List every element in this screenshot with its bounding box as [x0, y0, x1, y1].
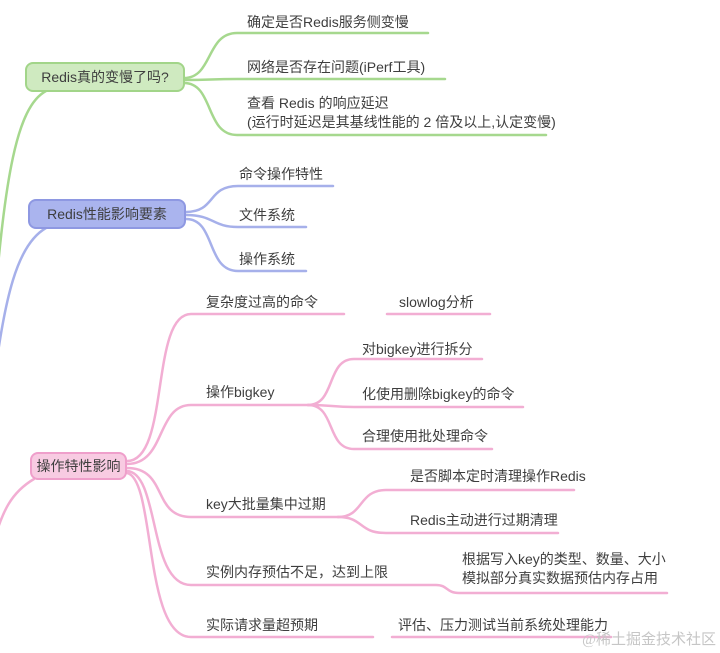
topic-split-bigkey[interactable]: 对bigkey进行拆分	[362, 341, 473, 357]
topic-high-complexity-commands[interactable]: 复杂度过高的命令	[206, 294, 318, 310]
watermark-juejin-community: @稀土掘金技术社区	[582, 632, 716, 648]
topic-use-batch-commands[interactable]: 合理使用批处理命令	[362, 428, 488, 444]
topic-network-issue-iperf[interactable]: 网络是否存在问题(iPerf工具)	[247, 59, 426, 75]
branch-node-performance-factors[interactable]: Redis性能影响要素	[28, 199, 186, 229]
branch-node-redis-slow-question[interactable]: Redis真的变慢了吗?	[25, 62, 185, 92]
topic-line1: 根据写入key的类型、数量、大小	[462, 551, 666, 567]
topic-estimate-memory-usage[interactable]: 根据写入key的类型、数量、大小 模拟部分真实数据预估内存占用	[462, 550, 666, 588]
connector-purple-child1	[184, 184, 335, 214]
topic-keys-mass-expiration[interactable]: key大批量集中过期	[206, 496, 326, 512]
connector-pink-child5	[125, 471, 375, 639]
connector-green-child3	[182, 81, 548, 137]
connector-purple-child2	[184, 213, 308, 229]
connector-pink-child3-sub2	[336, 515, 560, 535]
connector-pink-child3	[125, 466, 340, 519]
topic-redis-active-expiration[interactable]: Redis主动进行过期清理	[410, 512, 558, 528]
connector-green-child2	[182, 77, 447, 82]
connector-pink-child2	[125, 403, 310, 466]
topic-operate-bigkey[interactable]: 操作bigkey	[206, 384, 275, 400]
topic-command-characteristics[interactable]: 命令操作特性	[239, 166, 323, 182]
connector-pink-child2-sub1	[306, 357, 484, 407]
topic-line2: 模拟部分真实数据预估内存占用	[462, 570, 658, 586]
connector-pink-child1	[125, 312, 346, 463]
topic-line2: (运行时延迟是其基线性能的 2 倍及以上,认定变慢)	[247, 114, 556, 130]
topic-memory-underestimated[interactable]: 实例内存预估不足，达到上限	[206, 564, 388, 580]
branch-node-operation-impact[interactable]: 操作特性影响	[30, 452, 127, 480]
topic-requests-exceed-expectation[interactable]: 实际请求量超预期	[206, 617, 318, 633]
topic-optimize-delete-bigkey[interactable]: 化使用删除bigkey的命令	[362, 386, 515, 402]
connector-purple-child3	[184, 217, 308, 273]
topic-operating-system[interactable]: 操作系统	[239, 251, 295, 267]
topic-confirm-redis-side-slow[interactable]: 确定是否Redis服务侧变慢	[247, 14, 409, 30]
connector-pink-child2-sub3	[306, 403, 494, 451]
connector-green-child1	[182, 31, 430, 80]
connector-pink-child2-sub2	[306, 403, 525, 409]
topic-slowlog-analysis[interactable]: slowlog分析	[399, 294, 474, 310]
connector-pink-child3-sub1	[336, 488, 576, 519]
topic-check-response-latency[interactable]: 查看 Redis 的响应延迟 (运行时延迟是其基线性能的 2 倍及以上,认定变慢…	[247, 94, 556, 132]
topic-file-system[interactable]: 文件系统	[239, 207, 295, 223]
connector-green-trunk	[0, 89, 48, 259]
topic-line1: 查看 Redis 的响应延迟	[247, 95, 389, 111]
connector-purple-trunk	[0, 226, 48, 348]
topic-stress-test-capacity[interactable]: 评估、压力测试当前系统处理能力	[398, 617, 608, 633]
connector-pink-trunk	[0, 477, 36, 526]
connector-pink-child4	[125, 469, 669, 595]
topic-script-scheduled-cleanup[interactable]: 是否脚本定时清理操作Redis	[410, 468, 586, 484]
